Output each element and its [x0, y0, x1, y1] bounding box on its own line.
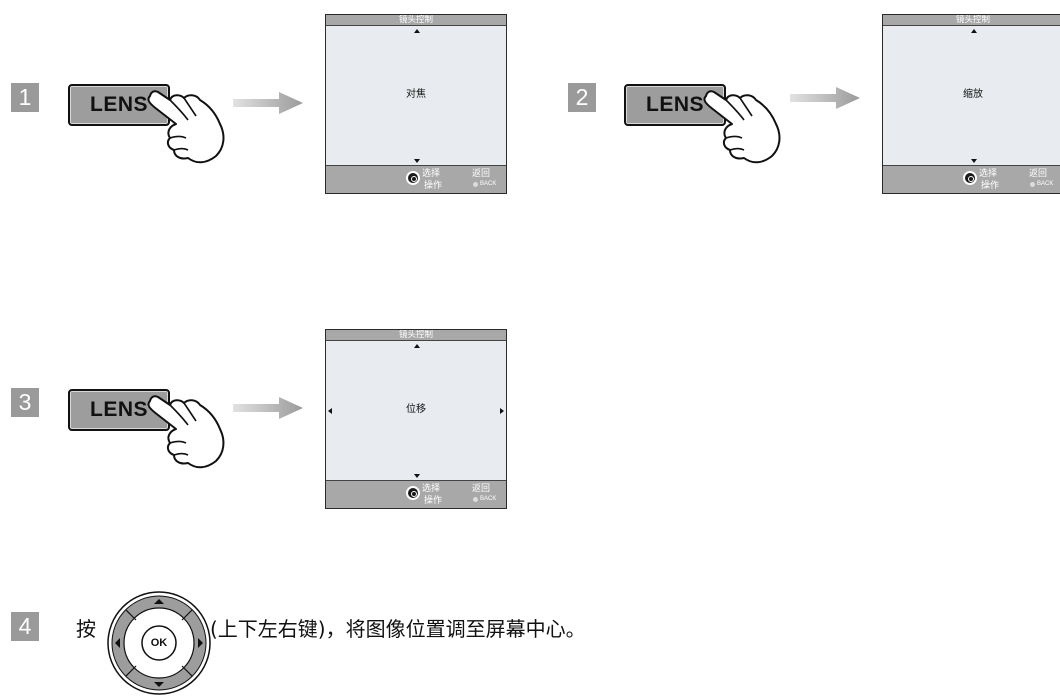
operate-label: 操作	[424, 496, 443, 506]
dial-icon	[406, 171, 420, 185]
lens-control-screen: 镜头控制 缩放 选择 操作 返回 BACK	[882, 14, 1060, 194]
lens-button-illustration: LENS	[68, 84, 243, 189]
screen-title: 镜头控制	[883, 15, 1060, 26]
step-number: 2	[568, 83, 596, 112]
back-label: BACK	[1037, 181, 1054, 187]
pointing-hand-icon	[144, 86, 234, 166]
screen-mode-label: 对焦	[406, 89, 426, 100]
left-arrow-icon	[328, 408, 332, 414]
up-arrow-icon	[414, 29, 420, 33]
lens-button-label: LENS	[90, 398, 149, 421]
up-arrow-icon	[971, 29, 977, 33]
operate-label: 操作	[981, 181, 1000, 191]
pointing-hand-icon	[700, 86, 790, 166]
instruction-text: (上下左右键)，将图像位置调至屏幕中心。	[210, 617, 586, 641]
down-arrow-icon	[414, 474, 420, 478]
right-arrow-icon	[233, 397, 303, 419]
return-label: 返回	[472, 484, 491, 494]
down-arrow-icon	[971, 159, 977, 163]
instruction-prefix: 按	[76, 617, 96, 641]
screen-footer: 选择 操作 返回 BACK	[883, 165, 1060, 193]
back-button-icon	[473, 182, 478, 187]
operate-label: 操作	[424, 181, 443, 191]
dial-icon	[406, 486, 420, 500]
down-arrow-icon	[414, 159, 420, 163]
return-label: 返回	[472, 169, 491, 179]
pointing-hand-icon	[144, 391, 234, 471]
back-button-icon	[473, 497, 478, 502]
right-arrow-small-icon	[500, 408, 504, 414]
lens-button-illustration: LENS	[68, 389, 243, 494]
lens-control-screen: 镜头控制 对焦 选择 操作 返回 BACK	[325, 14, 507, 194]
select-label: 选择	[979, 169, 998, 179]
return-label: 返回	[1029, 169, 1048, 179]
directional-pad-icon: OK	[103, 590, 215, 696]
screen-mode-label: 缩放	[963, 89, 983, 100]
step-number: 3	[11, 388, 39, 417]
screen-mode-label: 位移	[406, 404, 426, 415]
screen-title: 镜头控制	[326, 330, 506, 341]
ok-button-label: OK	[150, 637, 168, 649]
back-button-icon	[1030, 182, 1035, 187]
lens-button-label: LENS	[646, 93, 705, 116]
back-label: BACK	[480, 496, 497, 502]
lens-button: LENS	[68, 389, 170, 431]
lens-button-illustration: LENS	[624, 84, 799, 189]
screen-footer: 选择 操作 返回 BACK	[326, 480, 506, 508]
up-arrow-icon	[414, 344, 420, 348]
screen-title: 镜头控制	[326, 15, 506, 26]
lens-control-screen: 镜头控制 位移 选择 操作 返回 BACK	[325, 329, 507, 509]
select-label: 选择	[422, 169, 441, 179]
step-number: 1	[11, 83, 39, 112]
screen-footer: 选择 操作 返回 BACK	[326, 165, 506, 193]
back-label: BACK	[480, 181, 497, 187]
lens-button-label: LENS	[90, 93, 149, 116]
right-arrow-icon	[790, 87, 860, 109]
right-arrow-icon	[233, 92, 303, 114]
step-number: 4	[11, 612, 39, 641]
select-label: 选择	[422, 484, 441, 494]
dial-icon	[963, 171, 977, 185]
